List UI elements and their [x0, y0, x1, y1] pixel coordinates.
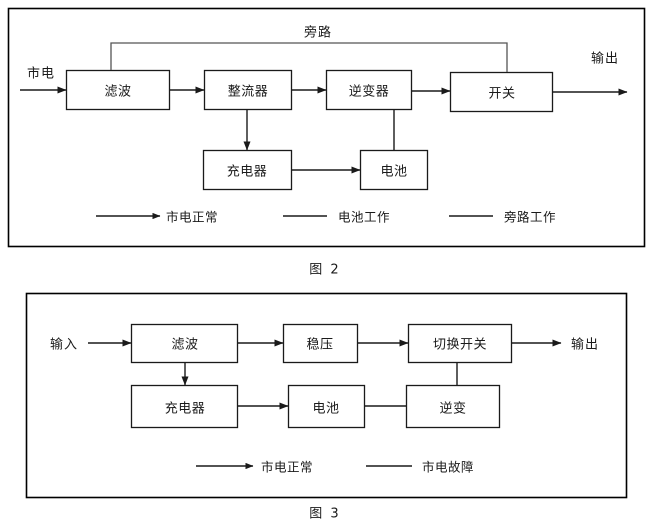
box-charger-f2 [202, 149, 293, 191]
box-label-battery-f2: 电池 [380, 164, 408, 180]
box-label-inverter-f2: 逆变器 [348, 84, 390, 100]
legend-label-bypass-work-f2: 旁路工作 [504, 209, 557, 225]
box-label-rectifier-f2: 整流器 [227, 84, 269, 100]
figure-3-frame [25, 292, 628, 499]
box-inverter-f2 [325, 69, 413, 111]
box-label-battery-f3: 电池 [312, 401, 340, 417]
output-label-f2: 输出 [590, 51, 620, 67]
box-charger-f3 [130, 384, 239, 429]
box-battery-f3 [287, 384, 366, 429]
figure-2-frame [7, 7, 646, 248]
box-filter-f2 [65, 69, 171, 111]
figure-2-group [7, 7, 646, 248]
input-label-f3: 输入 [49, 337, 79, 353]
box-label-transfer-switch-f3: 切换开关 [432, 337, 488, 353]
box-inverter-f3 [405, 384, 501, 429]
box-regulator-f3 [282, 323, 359, 364]
mains-input-label: 市电 [26, 66, 56, 82]
box-transfer-switch-f3 [407, 323, 513, 364]
bypass-title-label: 旁路 [303, 25, 333, 41]
box-label-filter-f3: 滤波 [171, 337, 199, 353]
box-label-switch-f2: 开关 [488, 86, 516, 102]
figure-3-caption: 图 3 [309, 506, 341, 522]
legend-label-mains-normal-f3: 市电正常 [261, 459, 314, 475]
box-label-filter-f2: 滤波 [104, 84, 132, 100]
box-label-charger-f2: 充电器 [226, 164, 268, 180]
legend-label-mains-normal-f2: 市电正常 [166, 209, 219, 225]
box-rectifier-f2 [203, 69, 293, 111]
line-bypass-path [110, 42, 508, 72]
output-label-f3: 输出 [570, 337, 600, 353]
box-label-regulator-f3: 稳压 [306, 337, 334, 353]
box-label-inverter-f3: 逆变 [439, 401, 467, 417]
legend-label-battery-work-f2: 电池工作 [338, 209, 391, 225]
figure-2-caption: 图 2 [309, 262, 341, 278]
box-switch-f2 [449, 71, 554, 113]
box-label-charger-f3: 充电器 [164, 401, 206, 417]
legend-label-mains-fault-f3: 市电故障 [422, 459, 475, 475]
box-battery-f2 [359, 149, 429, 191]
figure-3-group [25, 292, 628, 499]
